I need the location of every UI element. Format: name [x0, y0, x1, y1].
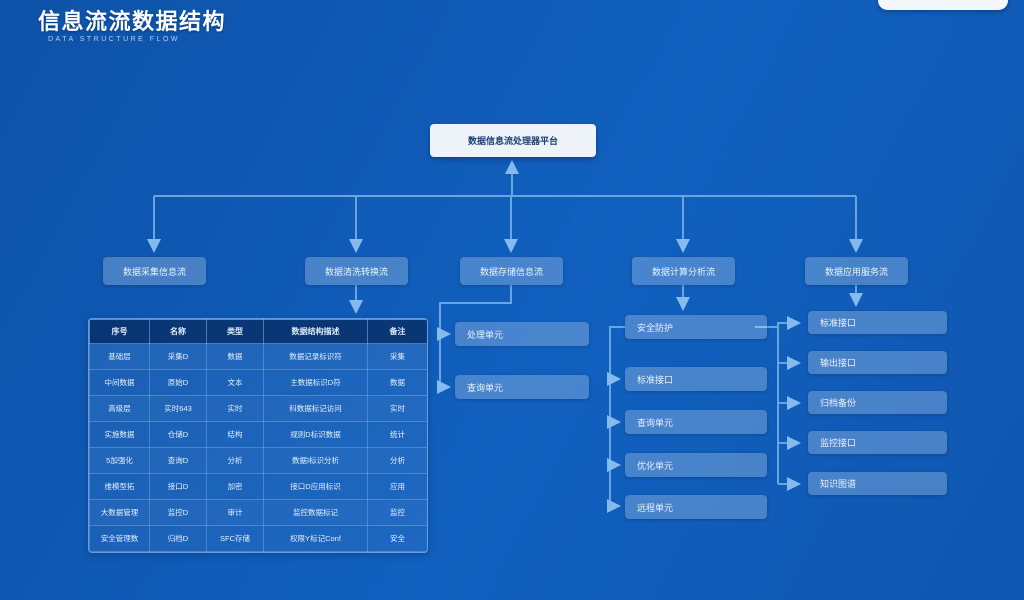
security-node-1: 安全防护	[625, 315, 767, 339]
table-cell: 权限Y标记Conf	[263, 525, 368, 552]
table-cell: 审计	[206, 499, 264, 526]
page-title: 信息流流数据结构	[38, 9, 227, 34]
table-cell: 5加强化	[89, 447, 150, 474]
level2-node-1: 数据采集信息流	[103, 257, 206, 285]
table-cell: 查询D	[149, 447, 207, 474]
table-cell: 分析	[367, 447, 427, 474]
table-cell: 主数据标识D符	[263, 369, 368, 396]
table-cell: 中间数据	[89, 369, 150, 396]
table-cell: 基础层	[89, 343, 150, 370]
table-header: 序号名称类型数据结构描述备注	[89, 319, 427, 344]
table-cell: 原始D	[149, 369, 207, 396]
security-node-4: 优化单元	[625, 453, 767, 477]
table-cell: 实时643	[149, 395, 207, 422]
process-node-2: 查询单元	[455, 375, 589, 399]
output-node-2: 输出接口	[808, 351, 947, 374]
output-node-4: 监控接口	[808, 431, 947, 454]
security-node-5: 远程单元	[625, 495, 767, 519]
table-cell: SFC存储	[206, 525, 264, 552]
table-cell: 实施数据	[89, 421, 150, 448]
table-cell: 大数据管理	[89, 499, 150, 526]
table-cell: 监控D	[149, 499, 207, 526]
table-cell: 数据记录标识符	[263, 343, 368, 370]
table-cell: 安全	[367, 525, 427, 552]
output-node-5: 知识图谱	[808, 472, 947, 495]
table-cell: 数据	[367, 369, 427, 396]
table-cell: 科数据标记访问	[263, 395, 368, 422]
table-header-cell: 名称	[149, 319, 207, 344]
table-cell: 采集D	[149, 343, 207, 370]
level2-node-3: 数据存储信息流	[460, 257, 563, 285]
output-node-1: 标准接口	[808, 311, 947, 334]
table-header-cell: 备注	[367, 319, 427, 344]
table-cell: 采集	[367, 343, 427, 370]
table-header-cell: 数据结构描述	[263, 319, 368, 344]
process-node-1: 处理单元	[455, 322, 589, 346]
table-cell: 安全管理数	[89, 525, 150, 552]
table-cell: 归档D	[149, 525, 207, 552]
table-cell: 应用	[367, 473, 427, 500]
table-cell: 高级层	[89, 395, 150, 422]
security-node-3: 查询单元	[625, 410, 767, 434]
table-cell: 实时	[206, 395, 264, 422]
level2-node-5: 数据应用服务流	[805, 257, 908, 285]
table-cell: 结构	[206, 421, 264, 448]
table-cell: 规则D标识数据	[263, 421, 368, 448]
page-subtitle: DATA STRUCTURE FLOW	[48, 36, 181, 43]
level2-node-4: 数据计算分析流	[632, 257, 735, 285]
table-header-cell: 类型	[206, 319, 264, 344]
table-cell: 统计	[367, 421, 427, 448]
table-cell: 实时	[367, 395, 427, 422]
table-cell: 监控数据标记	[263, 499, 368, 526]
table-cell: 接口D	[149, 473, 207, 500]
table-cell: 数据I标识分析	[263, 447, 368, 474]
table-cell: 仓储D	[149, 421, 207, 448]
table-cell: 文本	[206, 369, 264, 396]
table-cell: 分析	[206, 447, 264, 474]
root-node: 数据信息流处理器平台	[430, 124, 596, 157]
output-node-3: 归档备份	[808, 391, 947, 414]
table-cell: 接口D应用标识	[263, 473, 368, 500]
table-header-cell: 序号	[89, 319, 150, 344]
top-right-button[interactable]	[878, 0, 1008, 10]
table-cell: 数据	[206, 343, 264, 370]
level2-node-2: 数据清洗转换流	[305, 257, 408, 285]
table-cell: 监控	[367, 499, 427, 526]
security-node-2: 标准接口	[625, 367, 767, 391]
table-cell: 加密	[206, 473, 264, 500]
table-cell: 维模型拓	[89, 473, 150, 500]
